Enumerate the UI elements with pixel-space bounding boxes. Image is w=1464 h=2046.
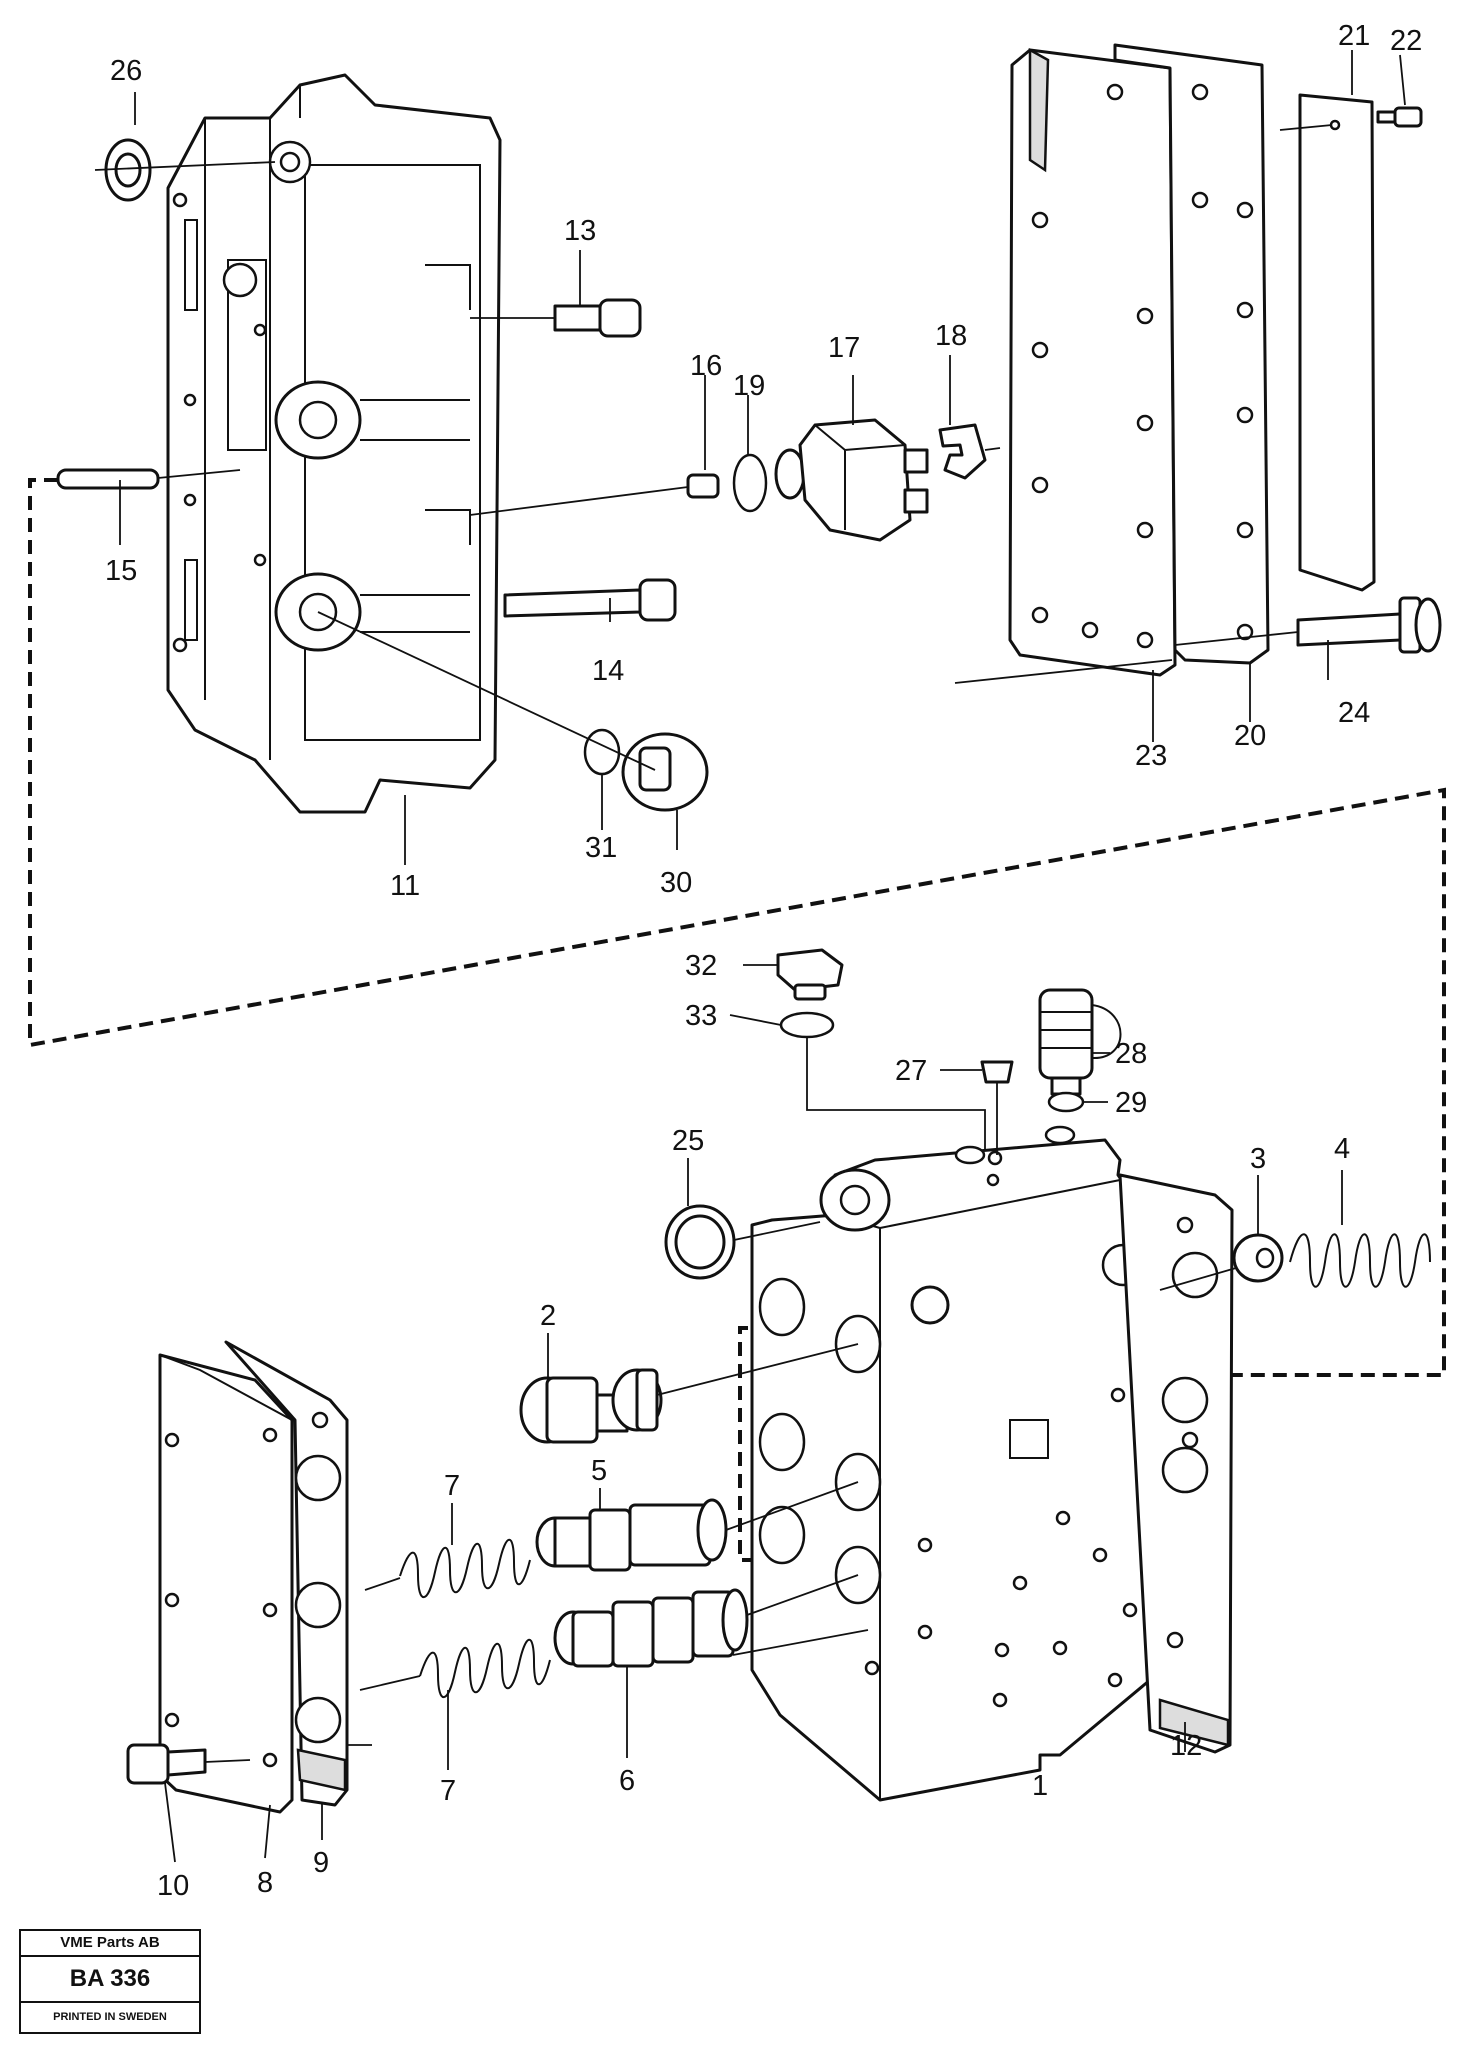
title-block-code: BA 336 (21, 1957, 199, 2003)
label-19: 19 (733, 370, 765, 402)
assembly-dashed-line (28, 478, 1446, 1377)
part-26-plug (94, 138, 276, 202)
label-5: 5 (591, 1455, 607, 1487)
label-10: 10 (157, 1870, 189, 1902)
part-7-spring-lower (419, 1638, 551, 1698)
part-27-plug (980, 1060, 1014, 1155)
part-28-test-nipple (1038, 988, 1122, 1096)
label-30: 30 (660, 867, 692, 899)
part-2-piston (519, 1343, 859, 1444)
part-9-gasket (224, 1340, 349, 1807)
label-22: 22 (1390, 25, 1422, 57)
label-20: 20 (1234, 720, 1266, 752)
part-8-cover-plate (158, 1353, 294, 1814)
part-14-bolt (503, 578, 677, 622)
part-7-spring-upper (399, 1538, 531, 1598)
label-9: 9 (313, 1847, 329, 1879)
title-block-printed: PRINTED IN SWEDEN (53, 2011, 167, 2023)
part-19-o-ring (732, 453, 768, 513)
part-4-spring (1289, 1233, 1431, 1288)
part-22-screw (1376, 106, 1423, 128)
label-21: 21 (1338, 20, 1370, 52)
label-13: 13 (564, 215, 596, 247)
label-15: 15 (105, 555, 137, 587)
label-1: 1 (1032, 1770, 1048, 1802)
part-32-plug (776, 948, 844, 1001)
label-32: 32 (685, 950, 717, 982)
label-6: 6 (619, 1765, 635, 1797)
part-29-seal-ring (1047, 1091, 1085, 1113)
label-11: 11 (390, 870, 420, 902)
title-block-company: VME Parts AB (21, 1931, 199, 1957)
label-7-upper: 7 (444, 1470, 460, 1502)
label-18: 18 (935, 320, 967, 352)
part-30-plug (621, 732, 709, 812)
label-23: 23 (1135, 740, 1167, 772)
label-27: 27 (895, 1055, 927, 1087)
label-31: 31 (585, 832, 617, 864)
label-17: 17 (828, 332, 860, 364)
label-8: 8 (257, 1867, 273, 1899)
part-33-seal-ring (779, 1011, 835, 1039)
part-3-washer (1232, 1233, 1284, 1283)
label-4: 4 (1334, 1133, 1350, 1165)
label-12: 12 (1170, 1730, 1202, 1762)
part-6-spool (553, 1574, 859, 1668)
part-13-bolt (470, 298, 642, 338)
part-16-fitting (469, 473, 720, 516)
part-12-gasket (1118, 1173, 1234, 1754)
part-17-pressure-switch (774, 418, 929, 542)
lower-valve-housing (750, 1125, 1170, 1802)
label-25: 25 (672, 1125, 704, 1157)
part-31-o-ring (583, 728, 621, 776)
part-18-clip (938, 423, 1001, 480)
part-23-cover-plate (1008, 47, 1177, 677)
part-5-spool (535, 1481, 859, 1572)
label-26: 26 (110, 55, 142, 87)
part-24-bolt (1174, 596, 1442, 654)
part-25-plug (664, 1204, 821, 1280)
label-14: 14 (592, 655, 624, 687)
part-20-gasket-plate (1113, 43, 1270, 665)
label-28: 28 (1115, 1038, 1147, 1070)
label-7-lower: 7 (440, 1775, 456, 1807)
label-3: 3 (1250, 1143, 1266, 1175)
part-21-plate (1279, 93, 1376, 592)
label-2: 2 (540, 1300, 556, 1332)
title-block: VME Parts AB BA 336 PRINTED IN SWEDEN (19, 1929, 201, 2034)
label-24: 24 (1338, 697, 1370, 729)
label-33: 33 (685, 1000, 717, 1032)
label-29: 29 (1115, 1087, 1147, 1119)
upper-valve-housing (166, 73, 502, 814)
label-16: 16 (690, 350, 722, 382)
part-10-bolt (126, 1743, 251, 1785)
